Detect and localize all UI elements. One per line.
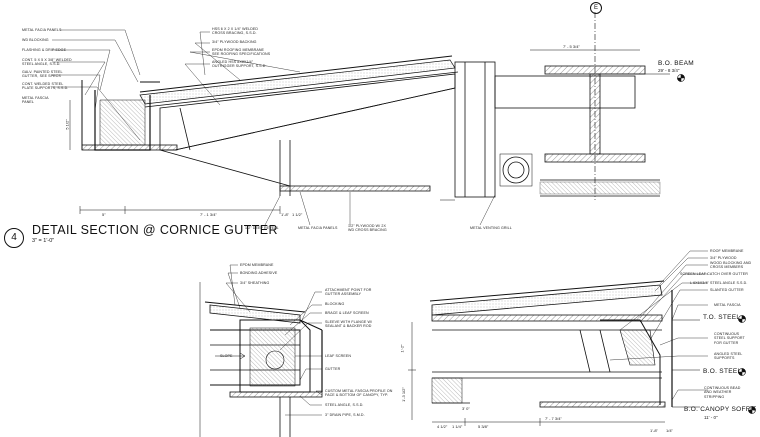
note-slanted-gutter: SLANTED GUTTER	[710, 288, 744, 292]
note-metal-fascia-panel: METAL FASCIA PANEL	[22, 96, 49, 105]
note-blocking: BLOCKING	[325, 302, 345, 306]
note-reveal: 1/2" DEEP REVEAL	[245, 226, 279, 230]
dim-br-9: 3' 0"	[462, 406, 470, 411]
note-venting-grill: METAL VENTING GRILL	[470, 226, 512, 230]
dim-br-2: 1'-2"	[399, 344, 405, 353]
note-epdm-membrane: EPDM MEMBRANE	[240, 263, 274, 267]
dim-top-6: 5 1/2"	[64, 119, 70, 130]
note-wd-blocking: WD BLOCKING	[22, 38, 49, 42]
note-brace-leaf-screen: BRACE & LEAF SCREEN	[325, 311, 369, 315]
note-metal-facia-panels: METAL FACIA PANELS	[22, 28, 62, 32]
dim-br-5: 1 1/4"	[452, 424, 463, 429]
elev-bo-beam: B.O. BEAM	[658, 60, 694, 67]
dim-br-4: 4 1/2"	[437, 424, 448, 429]
note-sheathing: 3/4" SHEATHING	[240, 281, 270, 285]
elevation-markers	[677, 74, 756, 414]
note-continuous-bead: CONTINUOUS BEAD AND WEATHER STRIPPING	[704, 386, 741, 399]
dim-br-7: 1/4"	[666, 428, 673, 433]
note-flashing: FLASHING & DRIP EDGE	[22, 48, 67, 52]
note-outrigger: ANGLED HSS 8x8x1/4" OUTRIGGER SUPPORT, S…	[212, 60, 267, 69]
detail-scale: 3" = 1'-0"	[32, 238, 55, 244]
top-detail-section	[52, 12, 670, 226]
note-slope: SLOPE	[220, 354, 233, 358]
note-plywood-bracing: 1/2" PLYWOOD W/ 2x WD CROSS BRACING	[348, 224, 387, 233]
note-drain-pipe: 3" DRAIN PIPE, S.M.D.	[325, 413, 365, 417]
note-facia-panels-bottom: METAL FACIA PANELS	[298, 226, 338, 230]
elev-bo-beam-value: 29' - 8 3/4"	[658, 68, 680, 73]
note-attachment-point: ATTACHMENT POINT FOR GUTTER ASSEMBLY	[325, 288, 372, 297]
dim-top-2: 5"	[102, 212, 106, 217]
note-metal-fascia-br: METAL FASCIA	[714, 303, 741, 307]
dim-br-6: 1'-8"	[650, 428, 658, 433]
note-steel-angle-br: L 6x6x3/4" STEEL ANGLE S.S.D.	[690, 281, 748, 285]
note-screen-leaf-catch: SCREEN LEAF CATCH OVER GUTTER	[680, 272, 748, 276]
note-gutter: GUTTER	[325, 367, 341, 371]
dim-top-3: 7' - 1 3/4"	[200, 212, 217, 217]
note-plate-supports: CONT. WELDED STEEL PLATE SUPPORTS, S.S.D…	[22, 82, 69, 91]
grid-line-tag: E	[590, 2, 602, 14]
note-epdm-roofing: EPDM ROOFING MEMBRANE SEE ROOFING SPECIF…	[212, 48, 271, 57]
note-hss-bracing: HSS 6 x 2 x 1/4" WELDED CROSS BRACING, S…	[212, 27, 259, 36]
note-wood-blocking: WOOD BLOCKING AND CROSS MEMBERS	[710, 261, 752, 270]
dim-br-3: 1'-3 1/2"	[400, 387, 406, 402]
note-bonding-adhesive: BONDING ADHESIVE	[240, 271, 278, 275]
note-welded-angle: CONT. 5 x 5 x 3/8" WELDED STEEL ANGLE, S…	[22, 58, 72, 67]
bottom-right-detail-section	[408, 250, 708, 426]
note-steel-angle: STEEL ANGLE, S.S.D.	[325, 403, 364, 407]
note-leaf-screen: LEAF SCREEN	[325, 354, 352, 358]
detail-title: DETAIL SECTION @ CORNICE GUTTER	[32, 223, 278, 237]
note-roof-membrane: ROOF MEMBRANE	[710, 249, 744, 253]
elev-bo-canopy-soffit: B.O. CANOPY SOFFIT	[684, 406, 757, 413]
dim-br-8: 5 3/8"	[478, 424, 489, 429]
elev-to-steel: T.O. STEEL	[703, 314, 741, 321]
dim-top-4: 1'-8"	[281, 212, 289, 217]
dim-top-1: 7' - 5 3/4"	[563, 44, 580, 49]
note-continuous-support: CONTINUOUS STEEL SUPPORT FOR GUTTER	[714, 332, 745, 345]
note-plywood-br: 3/4" PLYWOOD	[710, 256, 737, 260]
dim-top-5: 1 1/2"	[292, 212, 303, 217]
dim-br-1: 7' - 7 3/4"	[545, 416, 562, 421]
note-sleeve-flange: SLEEVE WITH FLANGE W/ SEALANT & BACKER R…	[325, 320, 373, 329]
detail-number: 4	[4, 228, 24, 248]
note-plywood-backing: 3/4" PLYWOOD BACKING	[212, 40, 257, 44]
note-angled-supports: ANGLED STEEL SUPPORTS	[714, 352, 743, 361]
elev-bo-steel: B.O. STEEL	[703, 368, 742, 375]
bottom-left-detail-section	[199, 264, 323, 437]
elev-bo-canopy-soffit-value: 11' - 0"	[704, 415, 718, 420]
note-steel-gutter: GALV. PAINTED STEEL GUTTER, SEE SPECS	[22, 70, 63, 79]
note-custom-fascia: CUSTOM METAL FASCIA PROFILE ON FACE & BO…	[325, 389, 393, 398]
